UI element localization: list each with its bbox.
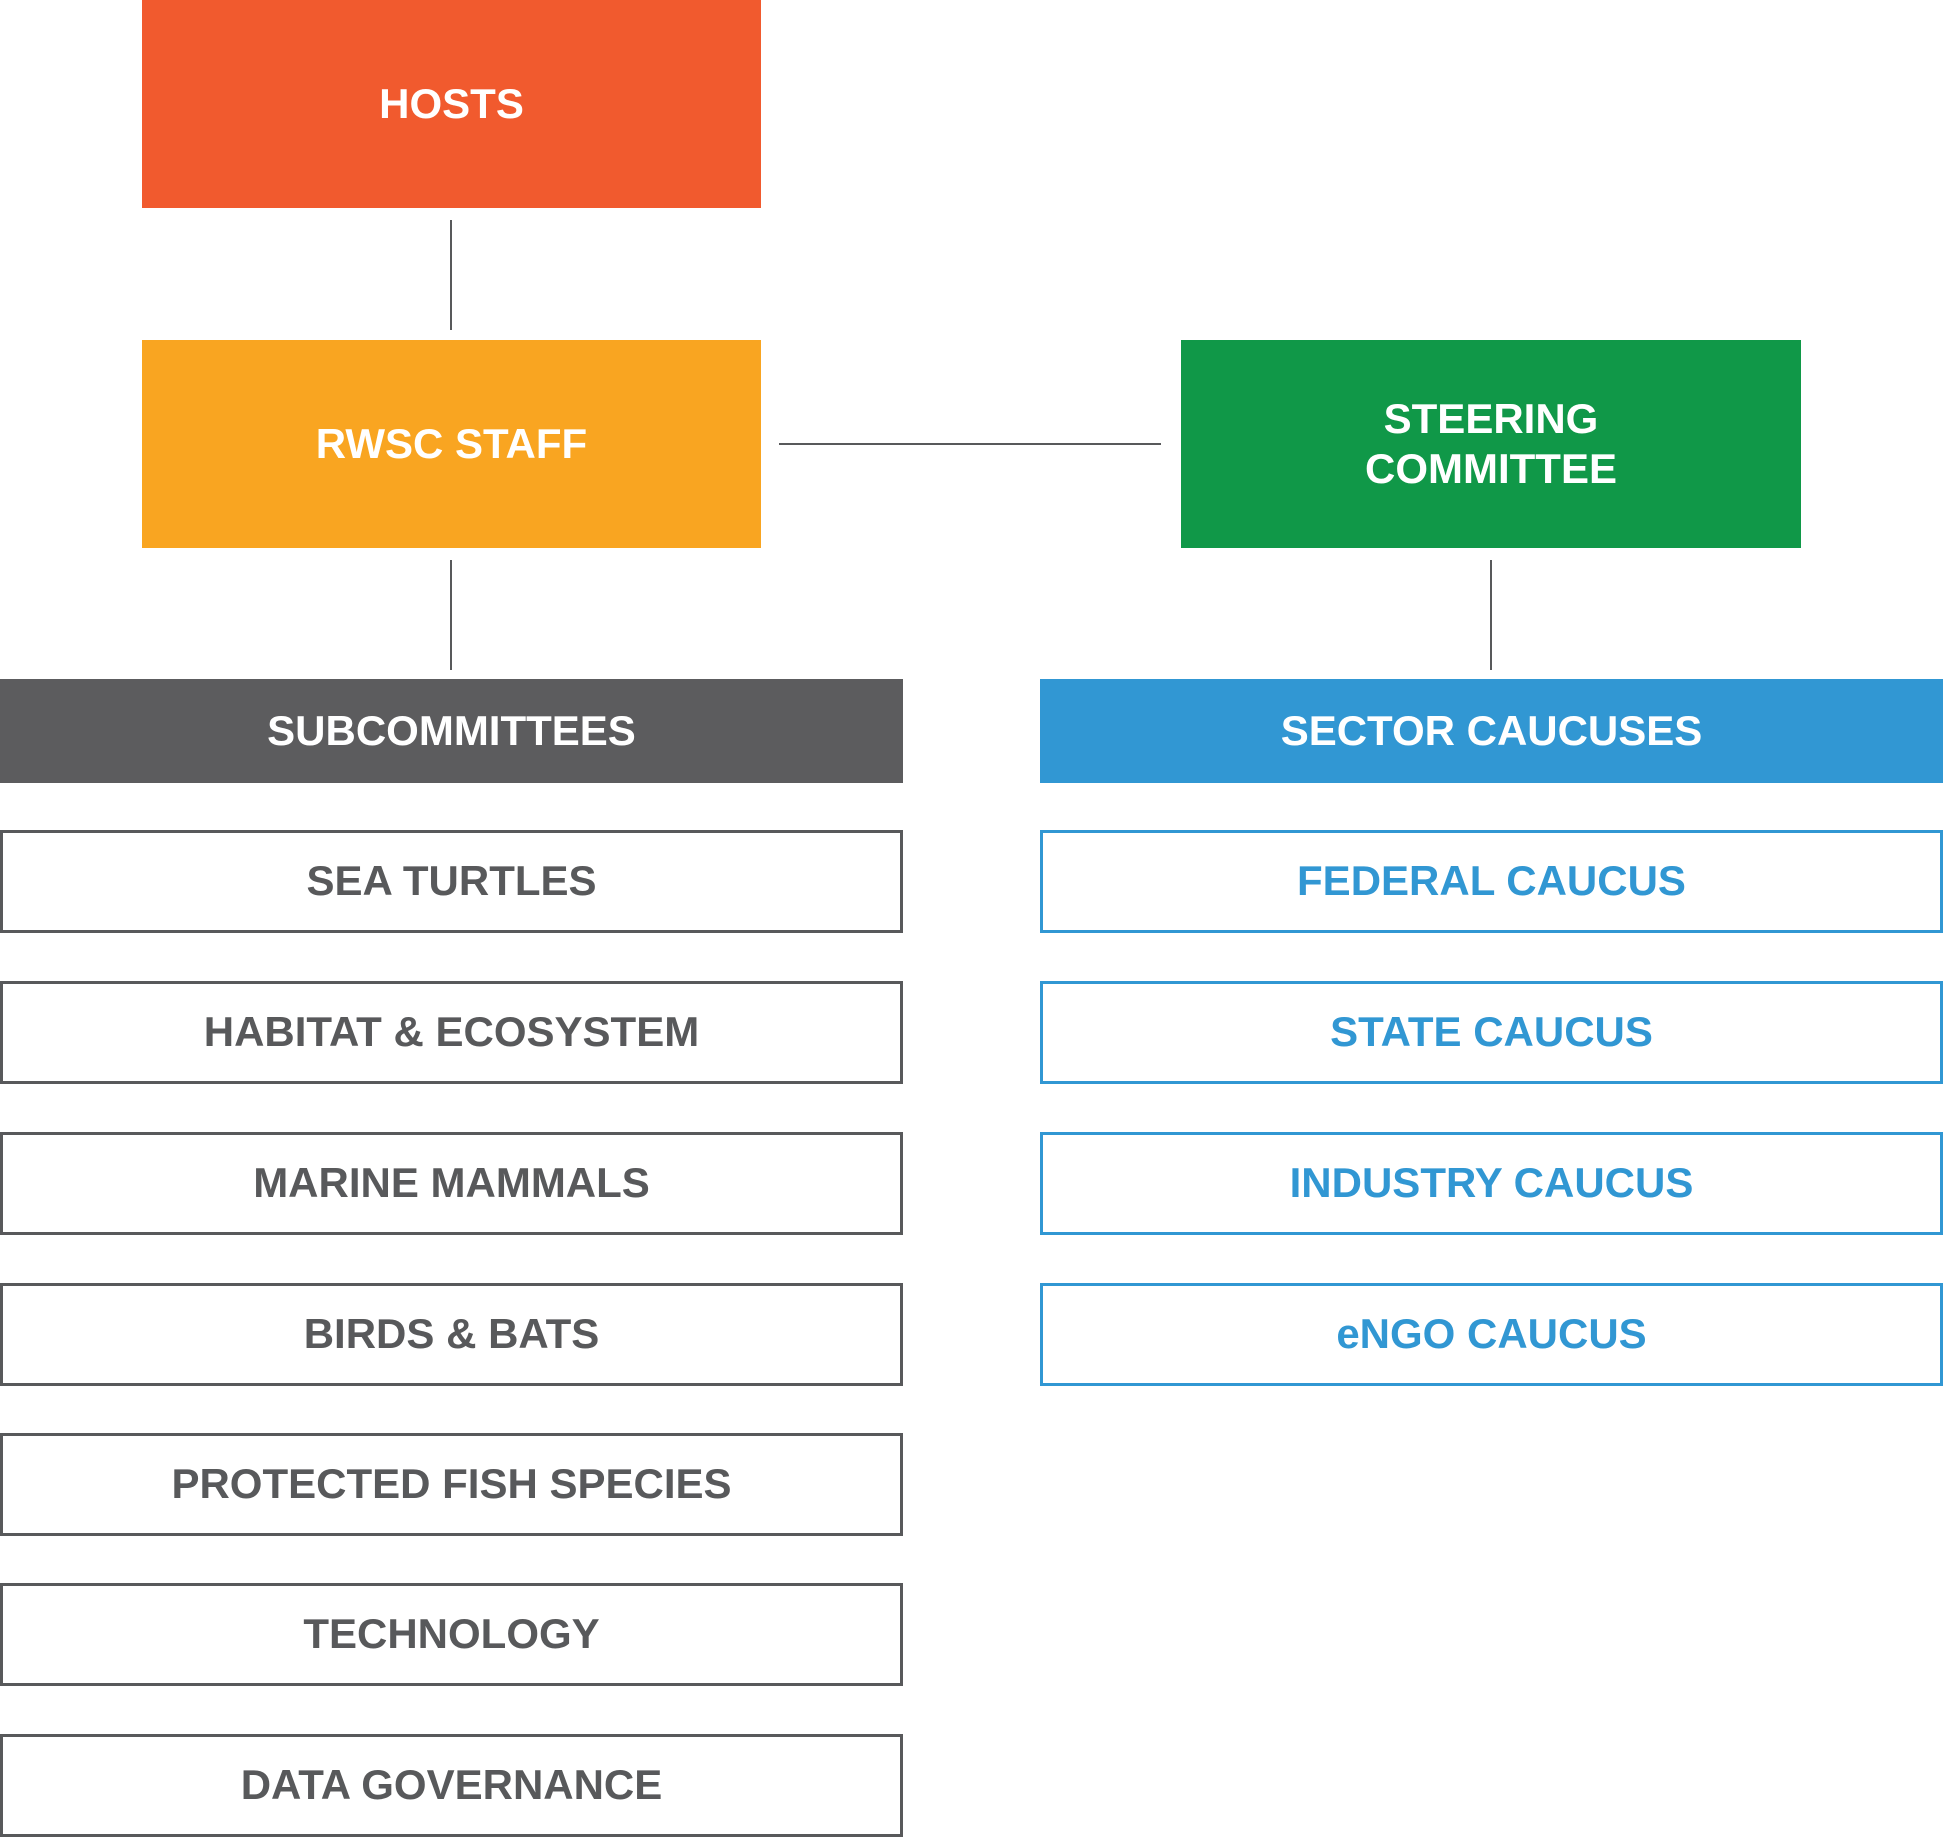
subcommittee-item-label: SEA TURTLES	[306, 857, 597, 905]
subcommittee-item-label: TECHNOLOGY	[303, 1610, 600, 1658]
connector-hosts-staff	[450, 220, 452, 330]
subcommittee-item: DATA GOVERNANCE	[0, 1734, 903, 1837]
sector-caucuses-label: SECTOR CAUCUSES	[1280, 706, 1703, 754]
subcommittee-item-label: PROTECTED FISH SPECIES	[171, 1460, 732, 1508]
subcommittee-item: HABITAT & ECOSYSTEM	[0, 981, 903, 1084]
subcommittee-item: BIRDS & BATS	[0, 1283, 903, 1386]
subcommittee-item: PROTECTED FISH SPECIES	[0, 1433, 903, 1536]
caucus-item: STATE CAUCUS	[1040, 981, 1943, 1084]
subcommittee-item-label: MARINE MAMMALS	[253, 1159, 650, 1207]
steering-committee-line2: COMMITTEE	[1365, 445, 1617, 492]
hosts-box: HOSTS	[142, 0, 761, 208]
rwsc-staff-label: RWSC STAFF	[315, 419, 588, 467]
rwsc-staff-box: RWSC STAFF	[142, 340, 761, 548]
steering-committee-label: STEERING COMMITTEE	[1365, 394, 1617, 495]
steering-committee-box: STEERING COMMITTEE	[1181, 340, 1801, 548]
subcommittee-item: SEA TURTLES	[0, 830, 903, 933]
subcommittee-item-label: HABITAT & ECOSYSTEM	[203, 1008, 700, 1056]
caucus-item-label: INDUSTRY CAUCUS	[1289, 1159, 1694, 1207]
caucus-item: FEDERAL CAUCUS	[1040, 830, 1943, 933]
caucus-item-label: STATE CAUCUS	[1330, 1008, 1653, 1056]
hosts-label: HOSTS	[379, 79, 524, 127]
caucus-item-label: FEDERAL CAUCUS	[1297, 857, 1686, 905]
sector-caucuses-header: SECTOR CAUCUSES	[1040, 679, 1943, 783]
connector-staff-steering	[779, 443, 1161, 445]
connector-staff-subcommittees	[450, 560, 452, 670]
caucus-item: INDUSTRY CAUCUS	[1040, 1132, 1943, 1235]
subcommittee-item-label: DATA GOVERNANCE	[240, 1761, 663, 1809]
connector-steering-sector-caucuses	[1490, 560, 1492, 670]
steering-committee-line1: STEERING	[1383, 394, 1599, 442]
caucus-item-label: eNGO CAUCUS	[1336, 1310, 1647, 1358]
caucus-item: eNGO CAUCUS	[1040, 1283, 1943, 1386]
subcommittees-label: SUBCOMMITTEES	[267, 706, 636, 754]
subcommittee-item: TECHNOLOGY	[0, 1583, 903, 1686]
subcommittee-item-label: BIRDS & BATS	[303, 1310, 600, 1358]
subcommittees-header: SUBCOMMITTEES	[0, 679, 903, 783]
subcommittee-item: MARINE MAMMALS	[0, 1132, 903, 1235]
